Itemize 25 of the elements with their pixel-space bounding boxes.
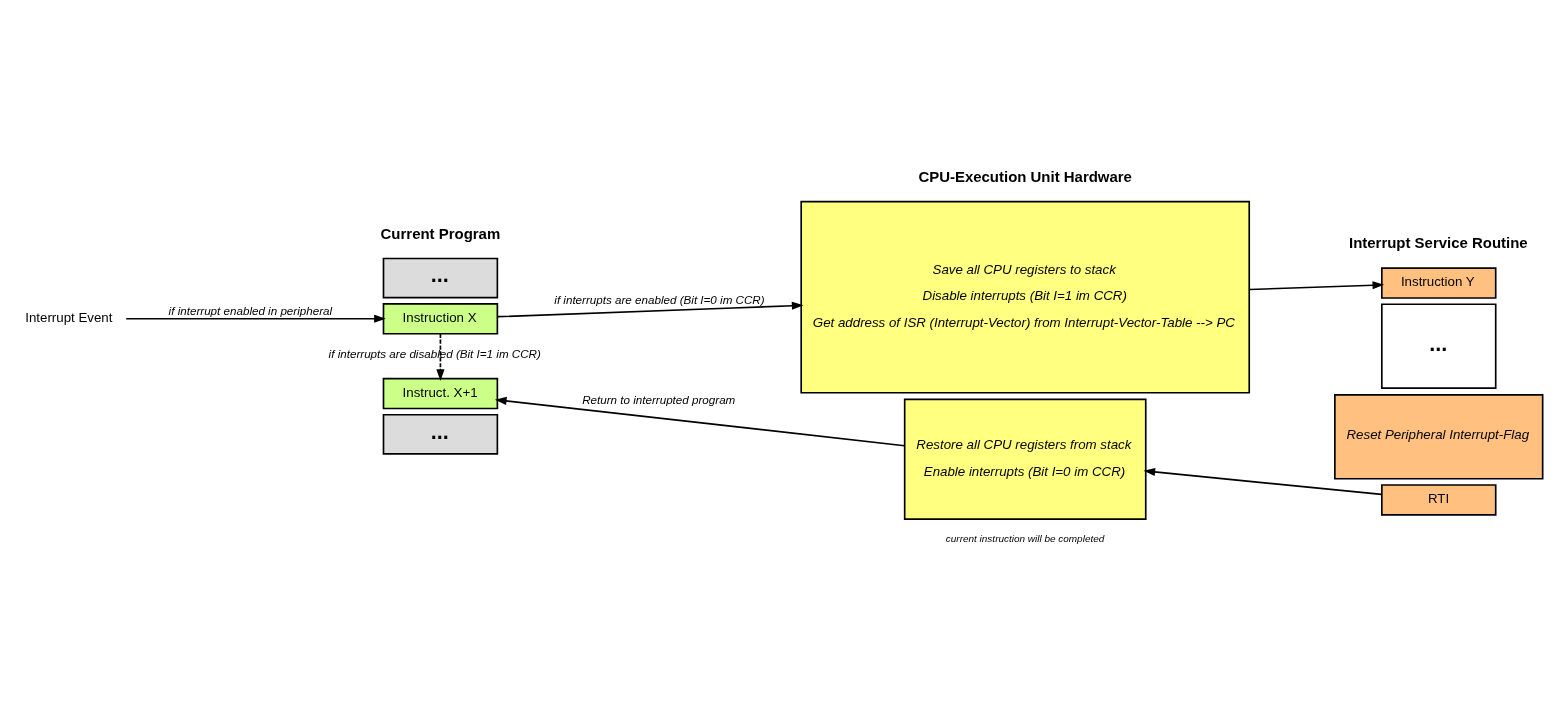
node-box: Restore all CPU registers from stack Enable interrupts (Bit I=0 im CCR) [903,398,1147,520]
arrow [494,396,906,447]
node-box: Reset Peripheral Interrupt-Flag [1334,393,1544,480]
edge-label: if interrupts are disabled (Bit I=1 im CCR) [328,346,541,360]
node-box: Instruction Y [1381,266,1497,299]
arrow [125,314,386,323]
node-text: Interrupt Event [25,309,113,325]
label: Interrupt Service Routine [1348,233,1528,251]
node-box: ... [1381,302,1497,389]
label: CPU-Execution Unit Hardware [918,167,1132,185]
node-box: Instruction X [382,302,499,335]
edge-label: Return to interrupted program [582,392,736,406]
arrow [436,332,445,381]
arrow [496,301,804,317]
arrow [1143,467,1383,495]
node-box: Save all CPU registers to stack Disable interrupts (Bit I=1 im CCR) Get address of ISR (Interrupt-Vector) from Interrupt-Vector-Table --> PC [800,200,1251,394]
arrow [1248,280,1385,290]
node-box: Instruct. X+1 [382,377,499,409]
edge-label: if interrupt enabled in peripheral [168,303,333,317]
label: Current Program [380,224,501,242]
label: current instruction will be completed [945,532,1105,544]
node-box: RTI [1381,483,1497,516]
edge-label: if interrupts are enabled (Bit I=0 im CCR) [554,292,765,306]
node-box: ... [382,257,499,298]
node-box: ... [382,413,499,455]
